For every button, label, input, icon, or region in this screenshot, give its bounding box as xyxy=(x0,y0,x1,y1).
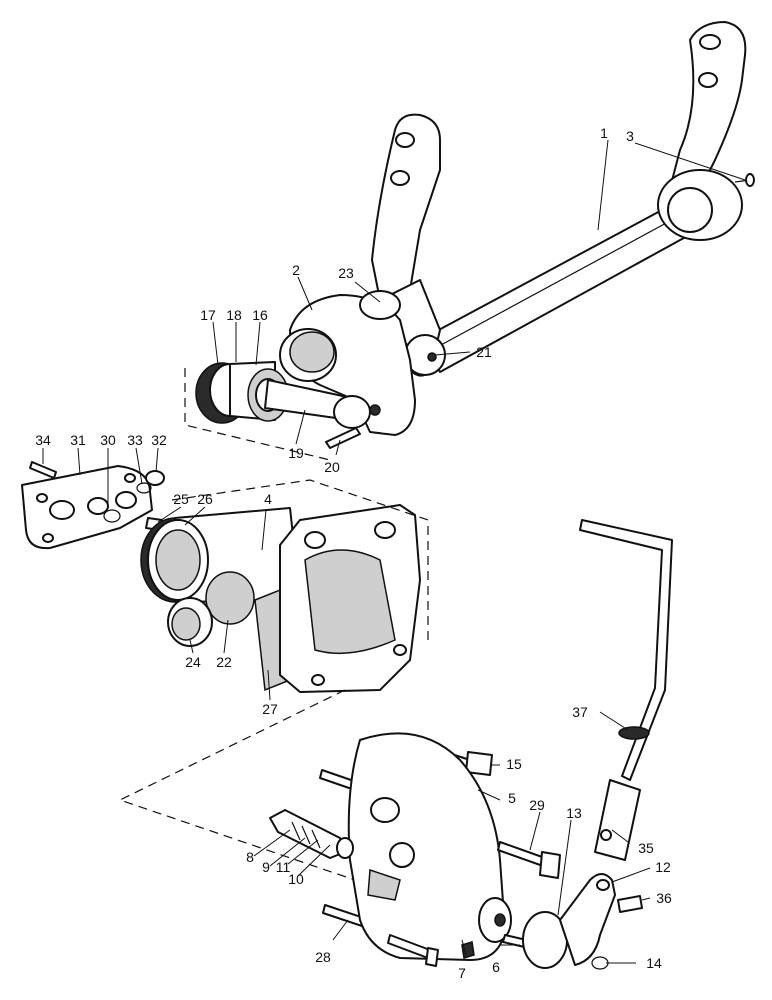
part-label: 13 xyxy=(566,805,582,821)
part-label: 29 xyxy=(529,797,545,813)
part-label: 28 xyxy=(315,949,331,965)
quadrant-lever xyxy=(559,873,616,966)
part-label: 11 xyxy=(276,859,291,875)
lift-cylinder-assembly xyxy=(21,461,421,693)
part-label: 34 xyxy=(35,432,51,448)
part-label: 14 xyxy=(646,955,662,971)
part-label: 17 xyxy=(200,307,216,323)
part-label: 19 xyxy=(288,445,304,461)
part-label: 7 xyxy=(458,965,466,981)
part-label: 1 xyxy=(600,125,608,141)
rock-shaft-assembly xyxy=(195,21,755,449)
control-rod xyxy=(579,519,673,781)
locknut xyxy=(618,726,650,740)
bolt xyxy=(29,461,57,479)
part-label: 27 xyxy=(262,701,278,717)
leader-lines xyxy=(42,139,746,964)
part-label: 26 xyxy=(197,491,213,507)
cover-plate xyxy=(21,465,153,550)
pin xyxy=(325,427,361,449)
part-label: 9 xyxy=(262,859,270,875)
inner-piston xyxy=(205,571,255,625)
part-number-labels: 1 2 3 4 5 6 7 8 9 10 11 12 13 14 15 16 1… xyxy=(35,125,672,981)
spring-clip xyxy=(591,956,609,970)
bolt xyxy=(497,841,546,867)
part-label: 36 xyxy=(656,890,672,906)
part-label: 33 xyxy=(127,432,143,448)
part-label: 25 xyxy=(173,491,189,507)
part-label: 31 xyxy=(70,432,86,448)
plug xyxy=(145,470,165,486)
part-label: 16 xyxy=(252,307,268,323)
part-label: 3 xyxy=(626,128,634,144)
o-ring xyxy=(103,509,121,523)
valve-spool xyxy=(269,809,346,859)
rock-shaft xyxy=(419,194,703,373)
part-label: 21 xyxy=(476,344,492,360)
part-label: 6 xyxy=(492,959,500,975)
part-label: 37 xyxy=(572,704,588,720)
part-label: 18 xyxy=(226,307,242,323)
part-label: 5 xyxy=(508,790,516,806)
o-ring xyxy=(136,482,152,494)
part-label: 24 xyxy=(185,654,201,670)
part-label: 22 xyxy=(216,654,232,670)
part-label: 30 xyxy=(100,432,116,448)
right-lift-arm xyxy=(667,21,747,197)
part-label: 10 xyxy=(288,871,304,887)
part-label: 20 xyxy=(324,459,340,475)
part-label: 2 xyxy=(292,262,300,278)
set-screw xyxy=(461,941,475,959)
part-label: 15 xyxy=(506,756,522,772)
left-lift-arm xyxy=(371,113,441,301)
clevis xyxy=(594,779,641,861)
valve-chest xyxy=(347,732,506,961)
valve-chest-assembly xyxy=(269,519,673,970)
part-label: 4 xyxy=(264,491,272,507)
part-label: 12 xyxy=(655,859,671,875)
part-label: 35 xyxy=(638,840,654,856)
part-label: 23 xyxy=(338,265,354,281)
part-label: 32 xyxy=(151,432,167,448)
clevis-pin xyxy=(617,895,643,913)
part-label: 8 xyxy=(246,849,254,865)
